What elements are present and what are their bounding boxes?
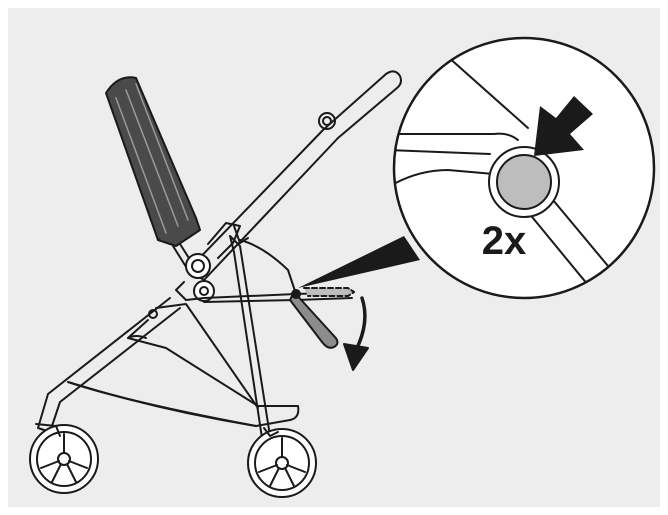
stroller-illustration: 2x — [8, 8, 660, 507]
seat-frame — [175, 281, 355, 301]
zoomed-release-button — [496, 154, 552, 210]
callout-pointer — [298, 236, 420, 288]
release-button-icon — [289, 287, 355, 349]
instruction-diagram: 2x — [8, 8, 660, 507]
rotate-down-arrow-icon — [343, 296, 369, 371]
handlebar-joint-inner — [322, 116, 332, 126]
handlebar-joint — [318, 112, 336, 130]
rear-wheel — [247, 427, 317, 498]
press-count-label: 2x — [482, 219, 527, 263]
main-hub — [185, 253, 211, 279]
front-wheel — [29, 423, 99, 494]
pointer-arrow-icon — [534, 96, 593, 156]
magnified-detail: 2x — [392, 36, 656, 300]
handlebar — [187, 70, 402, 281]
canopy — [105, 76, 201, 271]
